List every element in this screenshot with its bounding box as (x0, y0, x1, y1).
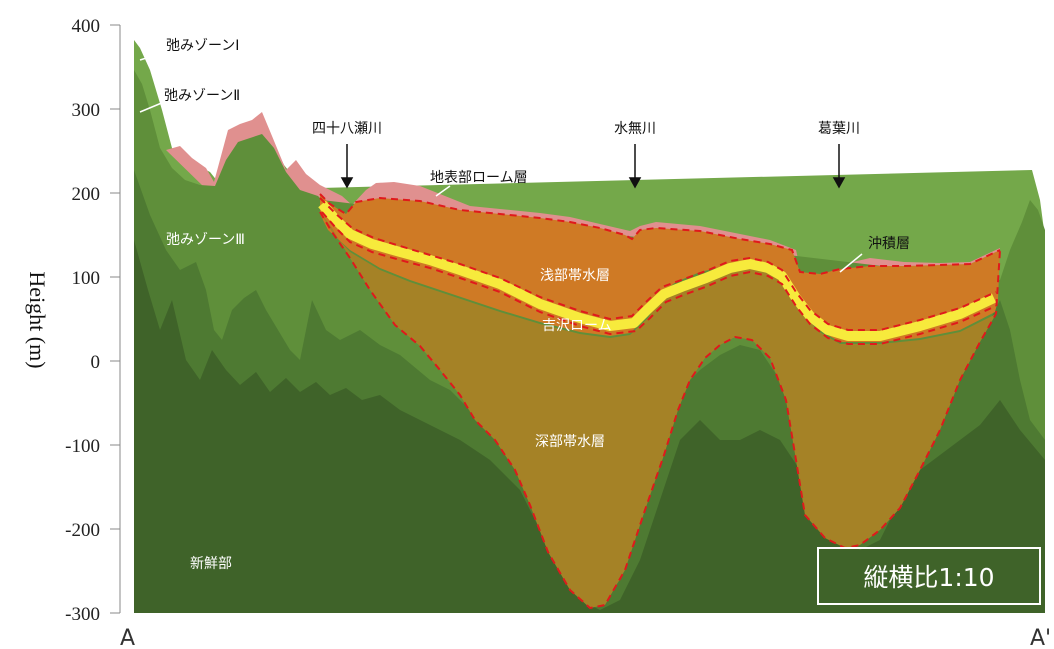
section-start-label: A (120, 626, 135, 649)
river-label-shijuhasegawa: 四十八瀬川 (312, 121, 382, 137)
y-tick-label--300: -300 (65, 604, 100, 625)
river-arrowhead-3 (832, 177, 846, 189)
y-axis-title: Height (m) (25, 271, 50, 368)
section-end-label: A' (1030, 626, 1051, 649)
river-arrowhead-1 (340, 177, 354, 189)
leader-lines (139, 51, 863, 273)
y-tick-label-100: 100 (72, 268, 101, 289)
y-tick-label-200: 200 (72, 184, 101, 205)
river-arrowhead-2 (628, 177, 642, 189)
aquifer-boundaries (319, 193, 1001, 610)
shallow-base-lower (321, 211, 997, 345)
scale-ratio-box: 縦横比1:10 (817, 547, 1041, 605)
geology-layers (134, 40, 1045, 613)
zone2-leader (139, 101, 165, 113)
river-label-minasegawa: 水無川 (614, 121, 656, 137)
kichizawa-loam-band (318, 200, 997, 341)
zone1-leader (139, 51, 167, 61)
loam-leader (435, 185, 451, 197)
loam-surface-label: 地表部ローム層 (430, 170, 528, 186)
kichizawa-loam-label: 吉沢ローム (542, 318, 612, 334)
fresh-rock-label: 新鮮部 (190, 556, 232, 572)
zone1-label: 弛みゾーンⅠ (166, 38, 239, 54)
y-axis: 400 300 200 100 0 -100 -200 -300 Height … (25, 16, 121, 625)
deep-base-boundary (319, 211, 1001, 610)
y-tick-label--100: -100 (65, 436, 100, 457)
y-tick-label--200: -200 (65, 520, 100, 541)
surface-boundary (319, 193, 1001, 276)
shallow-aquifer-label: 浅部帯水層 (540, 268, 610, 284)
shallow-base-upper (319, 197, 997, 331)
alluvium-leader (839, 253, 863, 273)
alluvium-label: 沖積層 (868, 236, 910, 252)
zone3-label: 弛みゾーンⅢ (166, 232, 245, 248)
y-tick-label-400: 400 (72, 16, 101, 37)
shallow-aquifer-layer (320, 194, 1000, 342)
river-label-kuzuhagawa: 葛葉川 (818, 121, 860, 137)
y-tick-label-0: 0 (91, 352, 101, 373)
y-tick-label-300: 300 (72, 100, 101, 121)
zone2-label: 弛みゾーンⅡ (164, 88, 240, 104)
deep-aquifer-label: 深部帯水層 (535, 434, 605, 450)
river-markers (340, 144, 846, 189)
scale-ratio-text: 縦横比1:10 (863, 563, 994, 592)
deep-aquifer-layer (320, 212, 996, 608)
